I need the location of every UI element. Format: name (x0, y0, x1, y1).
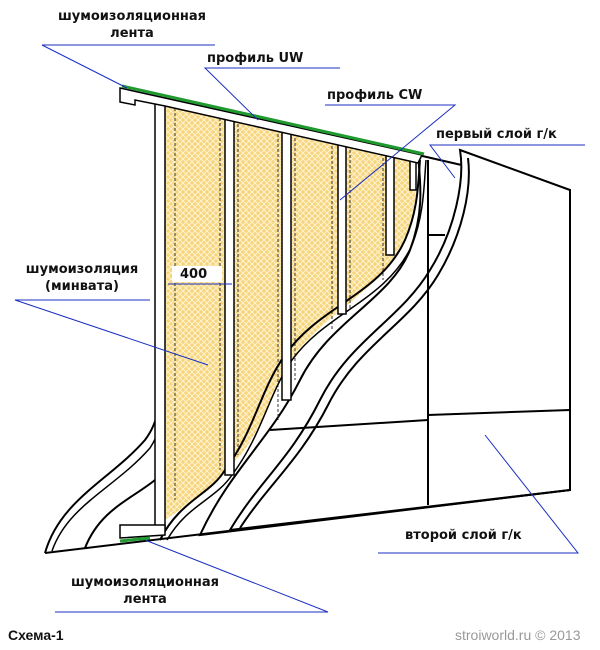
label-line: шумоизоляция (25, 262, 139, 277)
dimension-label: 400 (180, 267, 208, 282)
label-insulation: шумоизоляция (минвата) (12, 261, 152, 295)
copyright: stroiworld.ru © 2013 (455, 627, 581, 643)
label-first-layer: первый слой г/к (436, 127, 557, 142)
label-tape-bottom: шумоизоляционная лента (55, 574, 235, 608)
label-profile-uw: профиль UW (207, 51, 304, 66)
uw-profile-bottom (119, 524, 166, 539)
floor-line (44, 489, 571, 554)
label-tape-top: шумоизоляционная лента (42, 8, 222, 42)
drywall-seam-horizontal-left (269, 419, 429, 431)
label-line: шумоизоляционная (70, 575, 220, 590)
caption: Схема-1 (8, 627, 64, 643)
soundproof-tape-top (121, 84, 425, 156)
wall-cut-edge-4 (166, 159, 427, 541)
label-line: лента (110, 26, 154, 41)
label-profile-cw: профиль CW (327, 88, 423, 103)
drywall-seam-horizontal (427, 409, 571, 416)
label-line: лента (123, 592, 167, 607)
uw-profile-top (119, 87, 424, 164)
wall-cut-edge-2 (84, 479, 156, 549)
second-layer-cut-edge (239, 157, 470, 529)
leader-lines (14, 44, 585, 613)
label-line: (минвата) (45, 279, 119, 294)
label-line: шумоизоляционная (57, 9, 207, 24)
label-second-layer: второй слой г/к (405, 528, 522, 543)
insulation-dash-lines (174, 108, 384, 500)
cw-profiles (154, 97, 417, 529)
soundproof-tape-bottom (119, 536, 151, 543)
